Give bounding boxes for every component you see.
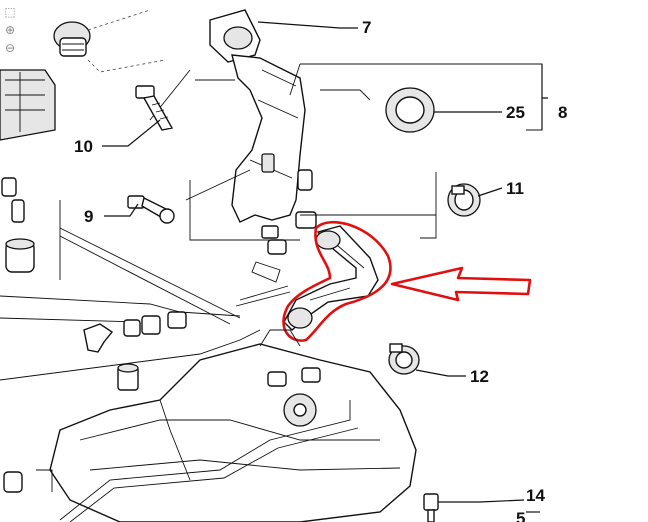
bolt-9-part[interactable] — [127, 195, 175, 224]
callout-9: 9 — [84, 207, 93, 226]
fuel-tank-part[interactable] — [49, 329, 417, 522]
zoom-in-icon[interactable]: ⊕ — [4, 23, 16, 37]
screw-14-part[interactable] — [423, 493, 439, 522]
seal-ring-part[interactable] — [385, 87, 435, 133]
filler-neck-part[interactable] — [209, 9, 317, 255]
left-connector-part[interactable] — [1, 177, 25, 223]
spacer-part[interactable] — [117, 363, 139, 391]
callout-11: 11 — [506, 179, 524, 198]
sleeve-fittings-part[interactable] — [123, 311, 187, 337]
cap-part[interactable] — [53, 21, 91, 57]
zoom-toolbar: ⬚ ⊕ ⊖ — [2, 4, 20, 58]
callout-14: 14 — [526, 486, 545, 505]
callout-12: 12 — [470, 367, 489, 386]
callout-25: 25 — [506, 103, 525, 122]
highlight-outline — [282, 220, 392, 342]
bolt-10-part[interactable] — [135, 85, 174, 131]
callout-8: 8 — [558, 103, 567, 122]
elbow-fitting-part[interactable] — [83, 323, 114, 353]
callout-5: 5 — [516, 509, 525, 522]
hose-clip-11-part[interactable] — [447, 183, 481, 217]
callout-7: 7 — [362, 18, 371, 37]
zoom-out-icon[interactable]: ⊖ — [4, 41, 16, 55]
fit-icon[interactable]: ⬚ — [4, 5, 16, 19]
highlight-arrow — [390, 266, 532, 302]
callout-10: 10 — [74, 137, 93, 156]
rubber-grommet-part[interactable] — [5, 238, 35, 273]
bottom-connector-part[interactable] — [3, 469, 53, 493]
control-unit-part[interactable] — [0, 69, 56, 141]
hose-clamp-12-part[interactable] — [388, 343, 420, 375]
